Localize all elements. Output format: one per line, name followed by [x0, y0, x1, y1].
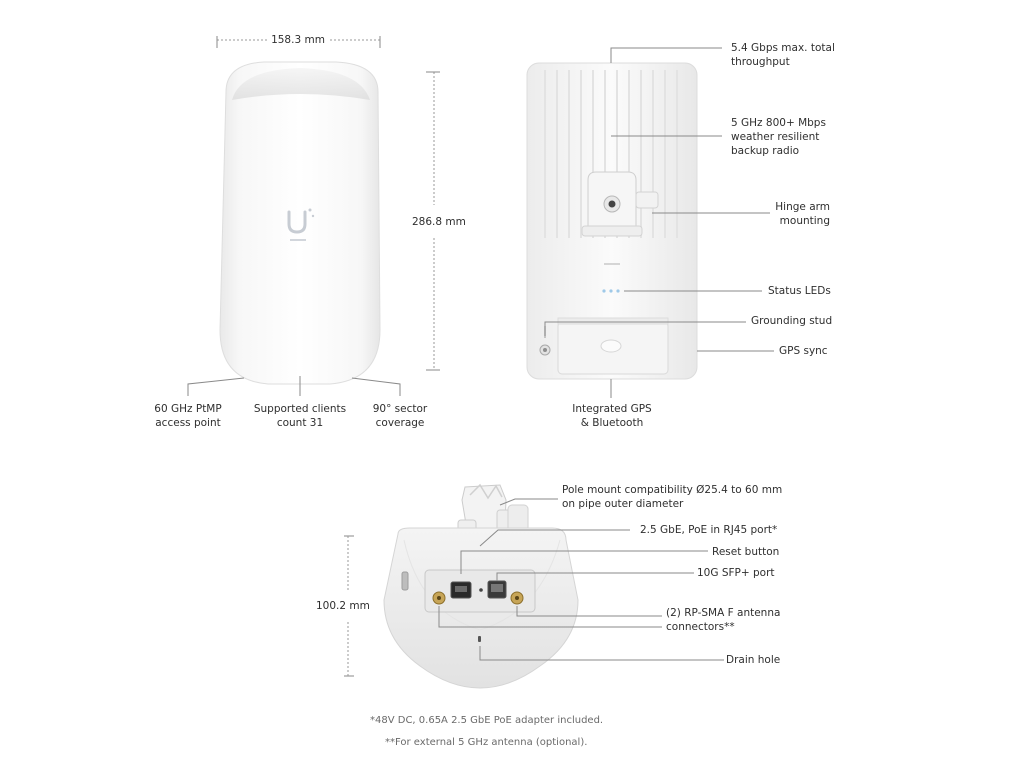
gps-sync-callout: GPS sync — [779, 345, 828, 357]
poe-port-callout: 2.5 GbE, PoE in RJ45 port* — [640, 524, 778, 536]
height-dimension: 286.8 mm — [412, 216, 466, 228]
bottom-view — [344, 483, 724, 689]
back-view — [526, 47, 774, 398]
footnote-poe: *48V DC, 0.65A 2.5 GbE PoE adapter inclu… — [370, 715, 604, 726]
rj45-port-icon — [450, 581, 472, 599]
sfp-port-callout: 10G SFP+ port — [697, 567, 775, 579]
grounding-stud-callout: Grounding stud — [751, 315, 833, 327]
reset-button-callout: Reset button — [712, 546, 780, 558]
gps-bluetooth-callout: Integrated GPS& Bluetooth — [572, 403, 652, 429]
sfp-port-icon — [487, 580, 507, 599]
ubiquiti-logo-icon — [287, 208, 315, 241]
drain-hole-callout: Drain hole — [726, 654, 781, 666]
hinge-mount-icon — [581, 171, 659, 237]
status-led-icon — [602, 289, 620, 293]
depth-dimension: 100.2 mm — [316, 600, 370, 612]
status-leds-callout: Status LEDs — [768, 285, 831, 297]
width-dimension: 158.3 mm — [271, 34, 325, 46]
front-view — [187, 36, 440, 396]
footnote-antenna: **For external 5 GHz antenna (optional). — [385, 737, 588, 748]
sma-connector-icon — [432, 591, 524, 605]
